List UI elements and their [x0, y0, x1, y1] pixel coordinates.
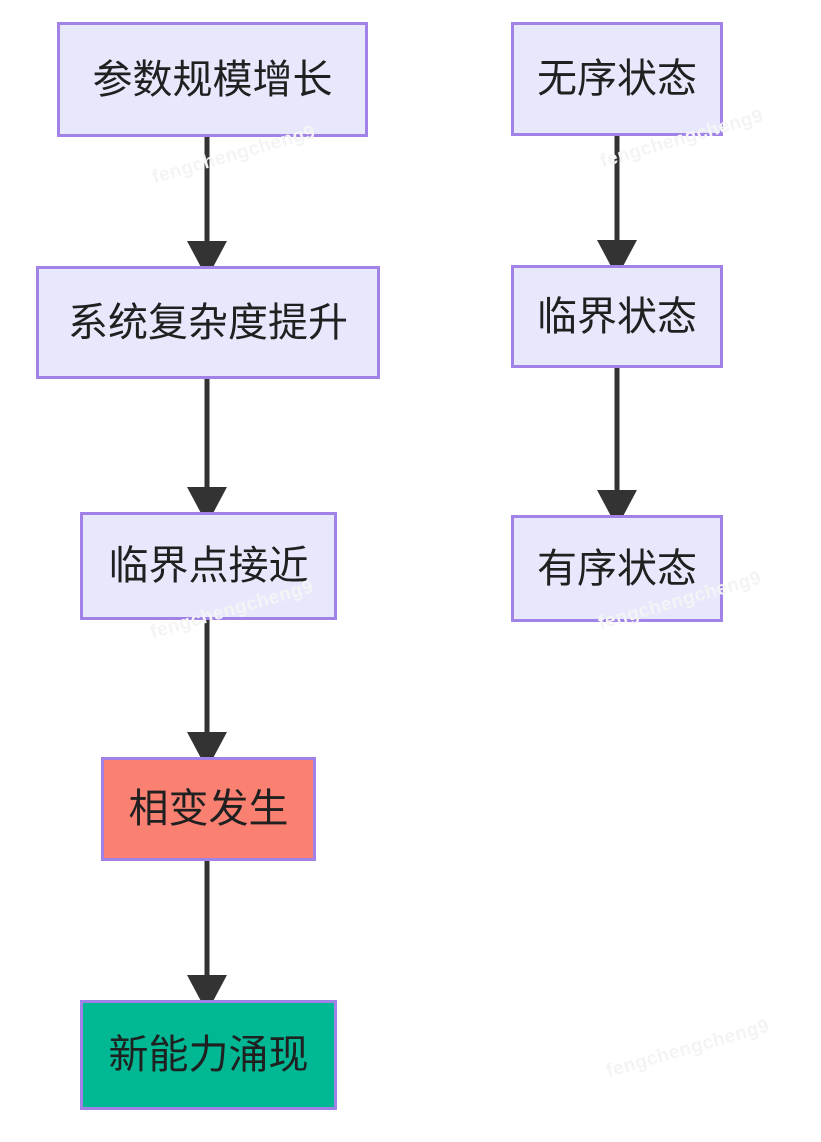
node-label: 有序状态 [537, 546, 697, 591]
node-system-complexity-rise[interactable]: 系统复杂度提升 [36, 266, 380, 379]
node-parameter-scale-growth[interactable]: 参数规模增长 [57, 22, 368, 137]
node-label: 系统复杂度提升 [68, 300, 348, 345]
node-label: 临界点接近 [108, 544, 309, 588]
watermark-text: fengchengcheng9 [604, 1015, 772, 1083]
node-label: 相变发生 [128, 787, 289, 831]
node-label: 新能力涌现 [108, 1033, 309, 1077]
node-ordered-state[interactable]: 有序状态 [511, 515, 723, 622]
node-critical-state[interactable]: 临界状态 [511, 265, 723, 368]
node-critical-point-approach[interactable]: 临界点接近 [80, 512, 337, 620]
node-label: 临界状态 [537, 294, 697, 339]
node-phase-transition-occurs[interactable]: 相变发生 [101, 757, 316, 861]
node-label: 参数规模增长 [92, 57, 333, 102]
node-disordered-state[interactable]: 无序状态 [511, 22, 723, 136]
node-new-capability-emerges[interactable]: 新能力涌现 [80, 1000, 337, 1110]
node-label: 无序状态 [537, 57, 697, 101]
